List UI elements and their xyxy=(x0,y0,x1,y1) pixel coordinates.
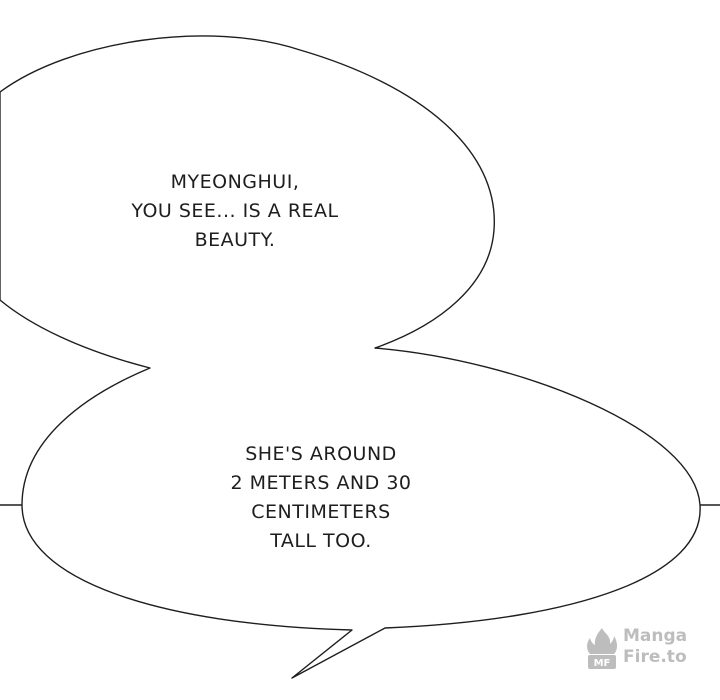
watermark-text: Manga Fire.to xyxy=(623,626,687,668)
speech-line: YOU SEE... IS A REAL xyxy=(131,200,339,222)
speech-line: SHE'S AROUND xyxy=(245,443,397,465)
flame-logo-icon: MF xyxy=(587,628,617,669)
speech-text-bottom: SHE'S AROUND 2 METERS AND 30 CENTIMETERS… xyxy=(176,440,466,556)
speech-line: CENTIMETERS xyxy=(251,501,391,523)
speech-line: 2 METERS AND 30 xyxy=(230,472,412,494)
watermark-line: Fire.to xyxy=(623,647,687,667)
speech-line: MYEONGHUI, xyxy=(170,171,300,193)
watermark: MF Manga Fire.to xyxy=(585,626,715,672)
speech-line: TALL TOO. xyxy=(270,530,372,552)
svg-text:MF: MF xyxy=(594,658,611,669)
speech-bubble-outline xyxy=(0,35,701,679)
speech-line: BEAUTY. xyxy=(194,229,276,251)
speech-text-top: MYEONGHUI, YOU SEE... IS A REAL BEAUTY. xyxy=(90,168,380,255)
watermark-line: Manga xyxy=(623,626,688,646)
